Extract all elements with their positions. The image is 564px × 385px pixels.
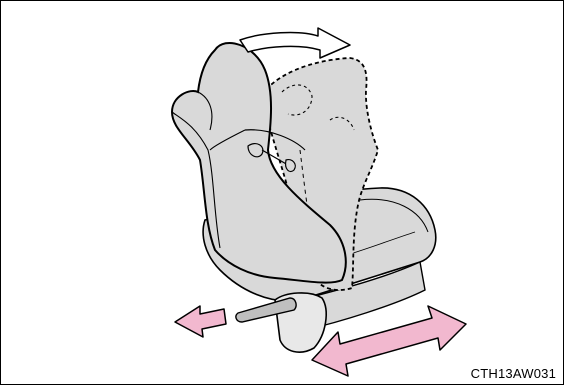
left-arrow-icon [175,306,226,337]
curved-arrow-icon [240,28,350,58]
figure-code-label: CTH13AW031 [471,366,556,381]
